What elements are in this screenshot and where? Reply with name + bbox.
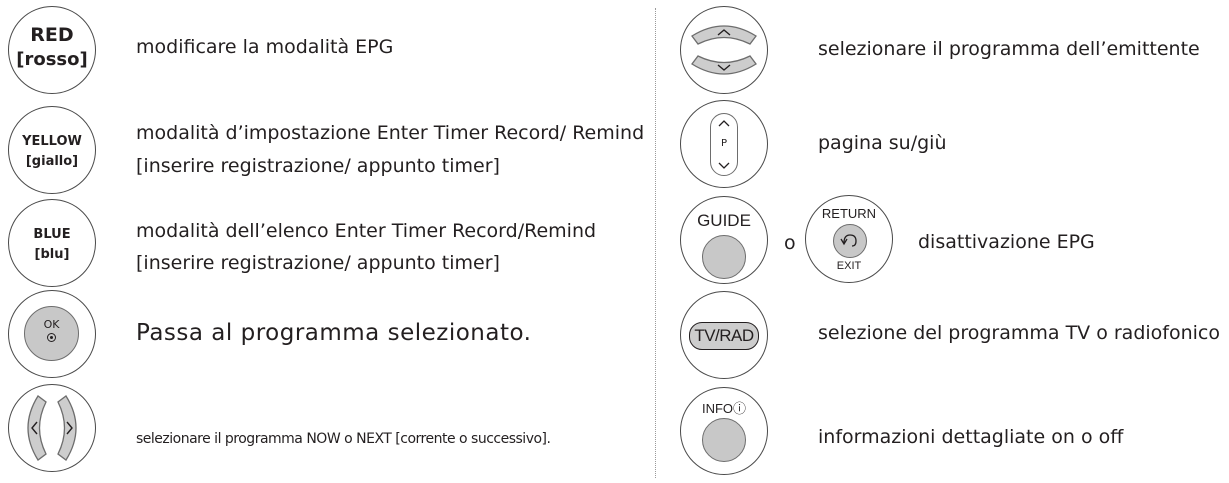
info-icon: ⓘ	[733, 401, 747, 416]
page-button-inner: P	[710, 113, 738, 176]
or-text: o	[784, 232, 796, 254]
up-down-button[interactable]	[680, 6, 768, 94]
yellow-button-desc-line2: [inserire registrazione/ appunto timer]	[136, 155, 500, 177]
page-button[interactable]: P	[680, 100, 768, 188]
red-button-desc: modificare la modalità EPG	[136, 36, 394, 58]
page-label: P	[720, 138, 728, 149]
info-label: INFO	[701, 401, 734, 416]
tv-rad-button[interactable]: TV/RAD	[680, 291, 768, 379]
return-arrow-icon	[839, 233, 857, 247]
blue-button-sublabel: [blu]	[34, 247, 70, 262]
guide-desc: disattivazione EPG	[918, 231, 1095, 253]
red-button[interactable]: RED [rosso]	[8, 6, 96, 94]
ok-button[interactable]: OK	[8, 290, 96, 378]
guide-button[interactable]: GUIDE	[680, 196, 768, 284]
up-down-arrows-icon	[690, 24, 757, 75]
info-label-row: INFOⓘ	[681, 398, 767, 417]
ok-label: OK	[43, 318, 60, 331]
arrows-desc: selezionare il programma NOW o NEXT [cor…	[136, 431, 551, 447]
tv-rad-inner: TV/RAD	[689, 322, 759, 350]
yellow-button-label: YELLOW	[22, 134, 82, 149]
red-button-sublabel: [rosso]	[16, 49, 88, 70]
ok-dot-icon	[47, 333, 56, 342]
info-button-inner	[702, 418, 746, 462]
yellow-button-sublabel: [giallo]	[25, 154, 79, 169]
yellow-button-desc-line1: modalità d’impostazione Enter Timer Reco…	[136, 122, 645, 144]
exit-label: EXIT	[836, 260, 862, 272]
guide-label: GUIDE	[697, 211, 751, 230]
yellow-button[interactable]: YELLOW [giallo]	[8, 106, 96, 194]
return-label: RETURN	[821, 206, 877, 221]
red-button-label: RED	[30, 24, 74, 46]
guide-button-inner	[702, 235, 746, 279]
ok-button-desc: Passa al programma selezionato.	[136, 320, 532, 346]
ok-button-inner: OK	[24, 306, 79, 361]
column-divider	[655, 8, 656, 478]
info-desc: informazioni dettagliate on o off	[818, 426, 1124, 448]
up-down-desc: selezionare il programma dell’emittente	[818, 38, 1200, 60]
tv-rad-desc: selezione del programma TV o radiofonico	[818, 322, 1220, 344]
info-button[interactable]: INFOⓘ	[680, 387, 768, 475]
blue-button-desc-line1: modalità dell’elenco Enter Timer Record/…	[136, 220, 597, 242]
left-right-arrows-icon	[26, 394, 77, 461]
page-desc: pagina su/giù	[818, 132, 947, 154]
blue-button-desc-line2: [inserire registrazione/ appunto timer]	[136, 252, 500, 274]
page-up-down-icon	[718, 119, 729, 169]
return-button-inner	[833, 224, 867, 258]
return-exit-button[interactable]: RETURN EXIT	[805, 195, 893, 283]
blue-button-label: BLUE	[33, 227, 71, 242]
blue-button[interactable]: BLUE [blu]	[8, 199, 96, 287]
left-right-arrow-button[interactable]	[8, 384, 96, 472]
